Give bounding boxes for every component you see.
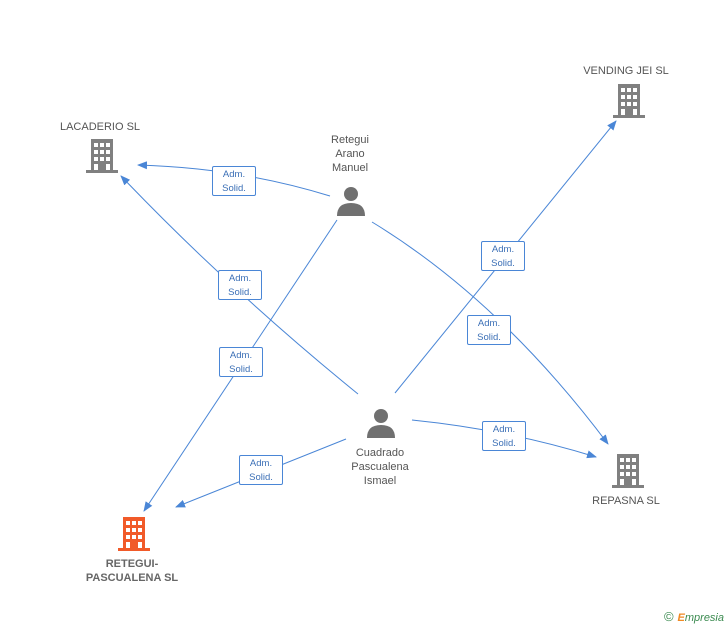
relation-label[interactable]: Adm.Solid. — [212, 166, 256, 196]
company-label-retegui-pascualena[interactable]: RETEGUI- PASCUALENA SL — [85, 558, 179, 584]
copyright-notice: ©Empresia — [664, 609, 724, 624]
relation-label[interactable]: Adm.Solid. — [218, 270, 262, 300]
building-icon[interactable] — [86, 139, 118, 173]
relation-label[interactable]: Adm.Solid. — [219, 347, 263, 377]
person-label-retegui-arano[interactable]: Retegui Arano Manuel — [331, 134, 369, 174]
building-icon[interactable] — [118, 517, 150, 551]
relation-label[interactable]: Adm.Solid. — [239, 455, 283, 485]
company-label-lacaderio[interactable]: LACADERIO SL — [59, 121, 141, 133]
building-icon[interactable] — [612, 454, 644, 488]
relation-label[interactable]: Adm.Solid. — [481, 241, 525, 271]
relation-label[interactable]: Adm.Solid. — [467, 315, 511, 345]
person-icon[interactable] — [337, 187, 365, 216]
brand-logo-text: mpresia — [684, 612, 724, 624]
relation-label[interactable]: Adm.Solid. — [482, 421, 526, 451]
person-label-cuadrado[interactable]: Cuadrado Pascualena Ismael — [351, 447, 409, 487]
company-label-repasna[interactable]: REPASNA SL — [592, 495, 660, 507]
person-icon[interactable] — [367, 409, 395, 438]
copyright-icon: © — [663, 609, 674, 624]
brand-logo-e: E — [677, 612, 685, 624]
building-icon[interactable] — [613, 84, 645, 118]
company-label-vending-jei[interactable]: VENDING JEI SL — [583, 65, 669, 77]
